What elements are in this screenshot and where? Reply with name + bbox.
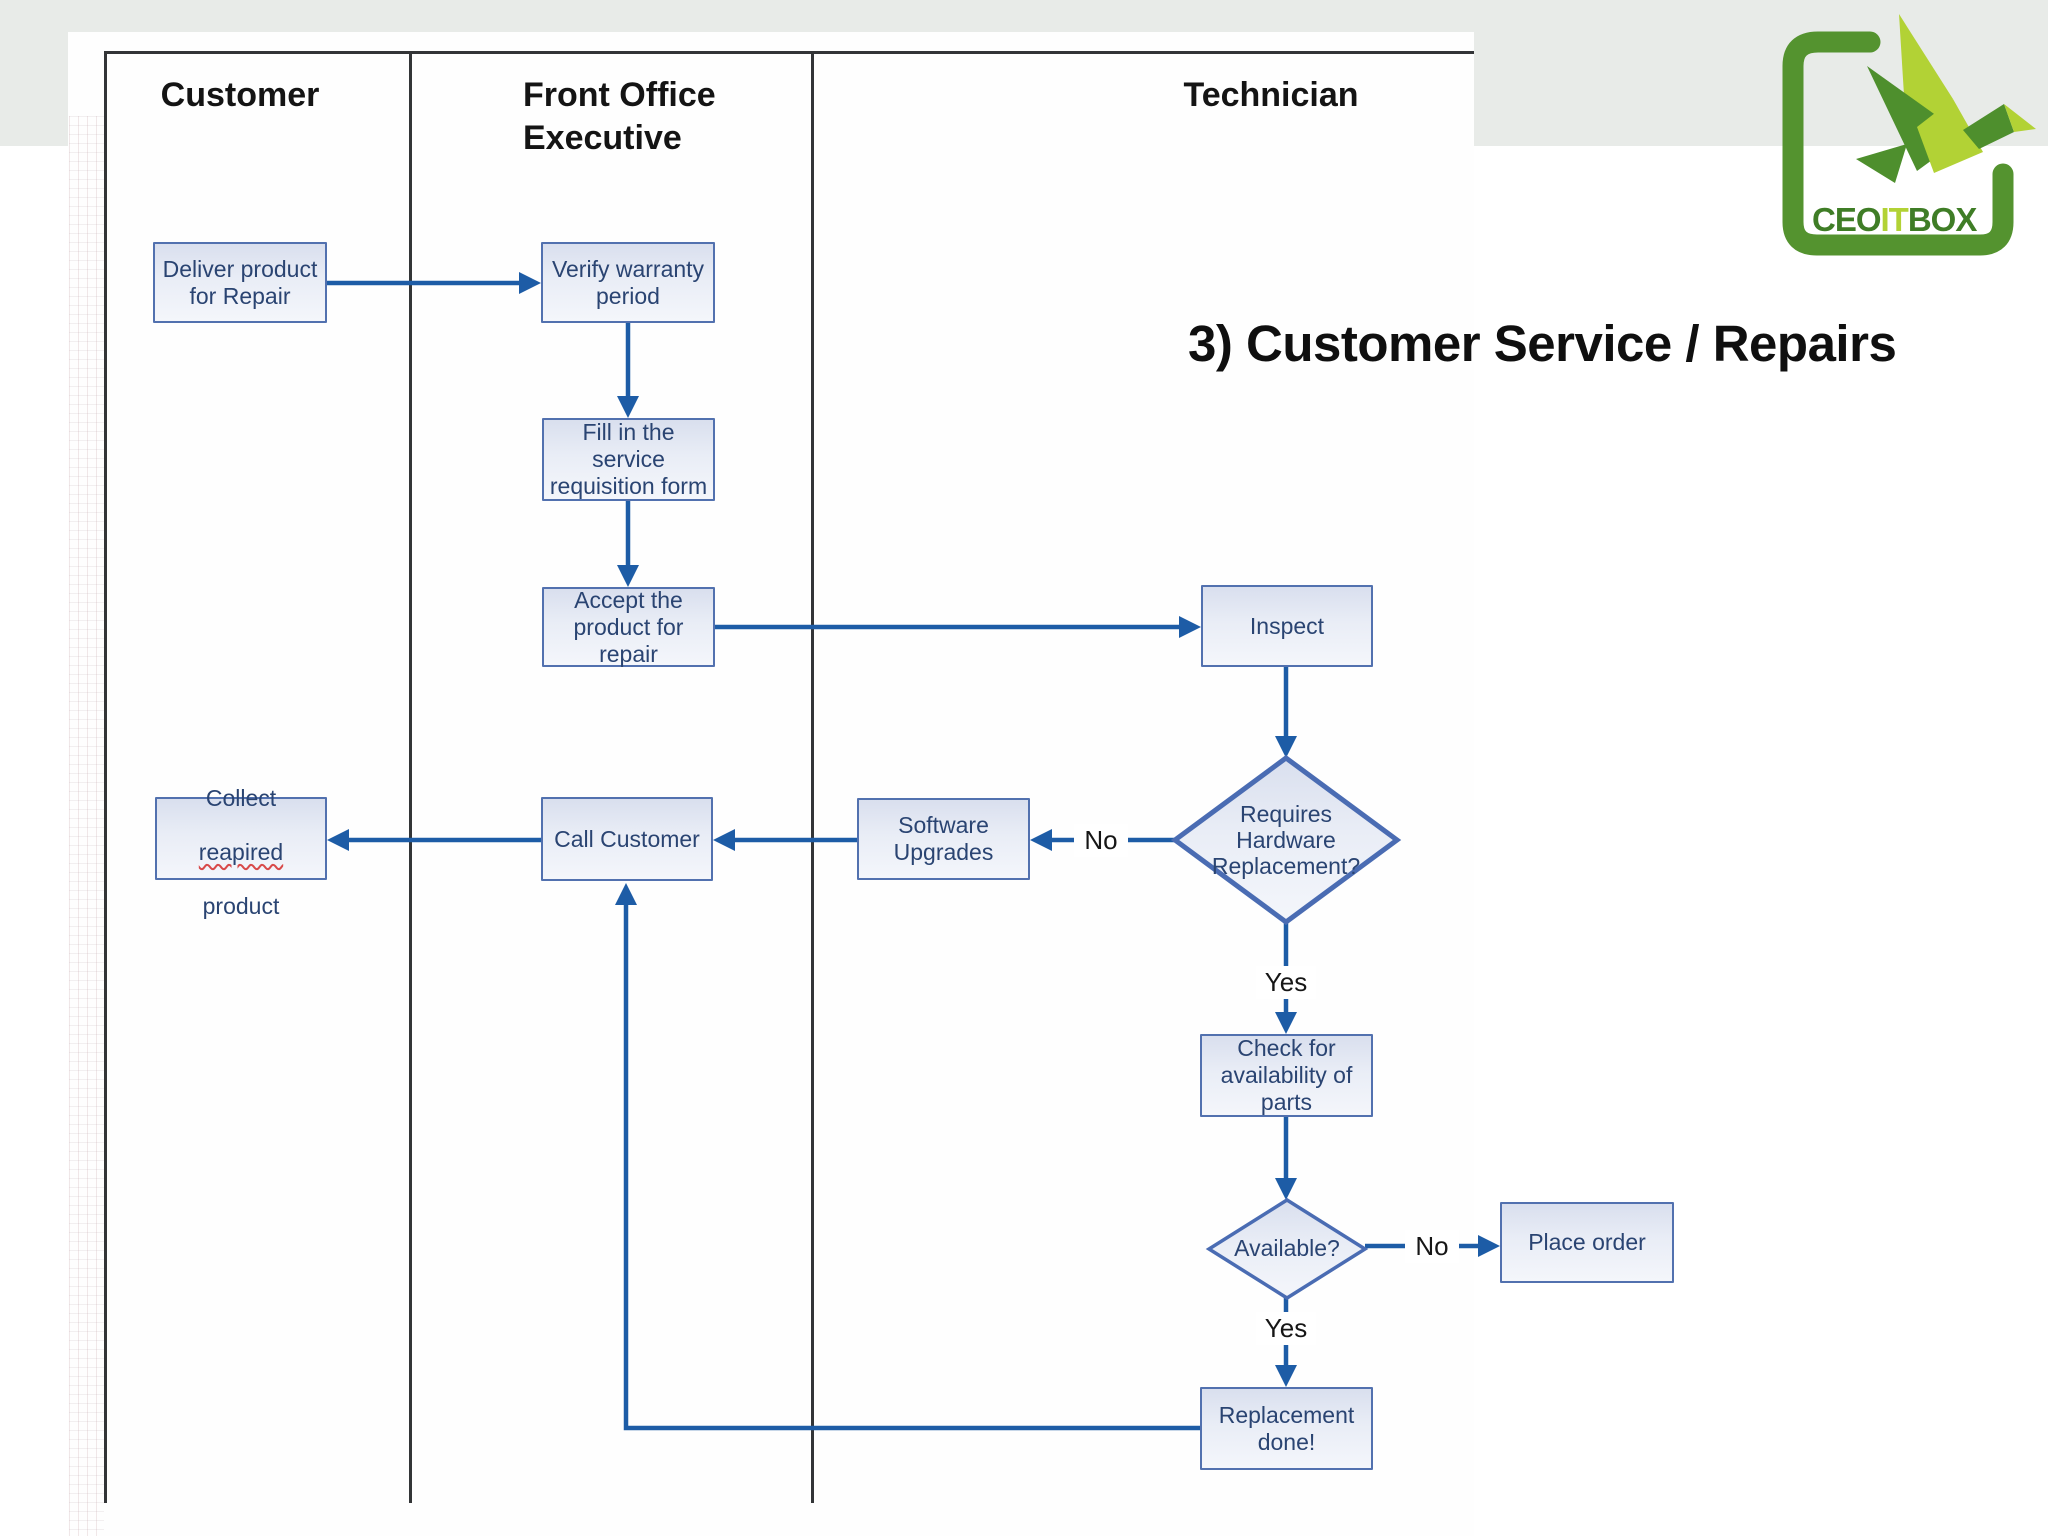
node-deliver-product-label: Deliver product for Repair [162,255,318,309]
spreadsheet-grid-strip [69,116,104,1536]
bird-body [1917,99,1983,173]
arrowheads [327,272,1500,1387]
bird-tail [1856,144,1907,183]
arrowhead-return-into-call [615,883,637,905]
arrowhead-into-verify [519,272,541,294]
bird-beak [2004,104,2036,132]
arrowhead-into-placeorder [1478,1235,1500,1257]
logo-text-box: BOX [1908,201,1978,238]
node-verify-warranty: Verify warranty period [541,242,715,323]
node-fill-service-form-label: Fill in the service requisition form [549,419,708,499]
logo-text-ceo: CEO [1812,201,1881,238]
arrowhead-into-software [1030,829,1052,851]
node-software-upgrades-label: Software Upgrades [893,812,994,865]
node-collect-misspelled-word: reapired [198,838,284,865]
node-replacement-done: Replacement done! [1200,1387,1373,1470]
node-inspect: Inspect [1201,585,1373,667]
arrowhead-into-fillform [617,396,639,418]
decision-available-label: Available? [1234,1235,1340,1261]
arrowhead-into-accept [617,565,639,587]
lane-header-front-office-executive: Front Office Executive [523,76,716,157]
lane-divider-customer-frontoffice [409,51,412,1503]
logo-wordmark: CEOITBOX [1812,201,1977,238]
lane-header-technician: Technician [1183,76,1359,114]
node-software-upgrades: Software Upgrades [857,798,1030,880]
node-replacement-done-label: Replacement done! [1218,1401,1355,1455]
arrowhead-into-checkparts [1275,1012,1297,1034]
arrowhead-into-collect [327,829,349,851]
node-verify-warranty-label: Verify warranty period [551,255,705,309]
decision-requires-hardware-diamond [1170,754,1402,926]
slide-title: 3) Customer Service / Repairs [1188,315,1897,372]
decision-available-diamond [1205,1197,1369,1301]
node-place-order-label: Place order [1528,1229,1646,1255]
lane-divider-frontoffice-technician [811,51,814,1503]
node-check-parts-availability: Check for availability of parts [1200,1034,1373,1117]
node-call-customer: Call Customer [541,797,713,881]
node-call-customer-label: Call Customer [554,825,700,852]
node-collect-repaired-product: Collect reapired product [155,785,327,919]
arrowhead-into-inspect [1179,616,1201,638]
lane-left-border [104,51,107,1503]
node-collect-line1: Collect [205,784,277,811]
node-place-order: Place order [1500,1202,1674,1283]
bird-head [1963,104,2014,149]
ceoitbox-logo: CEOITBOX [1782,14,2036,256]
edge-label-requires-yes: Yes [1256,966,1316,999]
node-accept-product: Accept the product for repair [542,587,715,667]
node-collect-line3: product [202,892,280,919]
node-accept-product-label: Accept the product for repair [573,586,684,667]
arrowhead-into-requires [1275,736,1297,758]
logo-frame [1782,31,2014,256]
lane-header-customer: Customer [160,76,320,114]
origami-bird-icon [1856,14,2036,183]
edge-label-available-yes: Yes [1256,1312,1316,1345]
edge-label-requires-no: No [1074,824,1128,857]
node-deliver-product: Deliver product for Repair [153,242,327,323]
arrowhead-into-available [1275,1178,1297,1200]
edge-label-available-no: No [1405,1230,1459,1263]
node-inspect-label: Inspect [1249,612,1325,639]
node-fill-service-form: Fill in the service requisition form [542,418,715,501]
logo-text-it: IT [1881,201,1909,238]
arrowhead-into-replacement [1275,1365,1297,1387]
edge-replacement-return-to-call [623,900,1200,1431]
lane-top-border [104,51,1474,54]
node-collect-label-block: Collect reapired product [199,758,283,920]
decision-requires-hardware-label: Requires Hardware Replacement? [1211,801,1361,879]
node-check-parts-label: Check for availability of parts [1220,1035,1353,1115]
arrowhead-into-call [713,829,735,851]
